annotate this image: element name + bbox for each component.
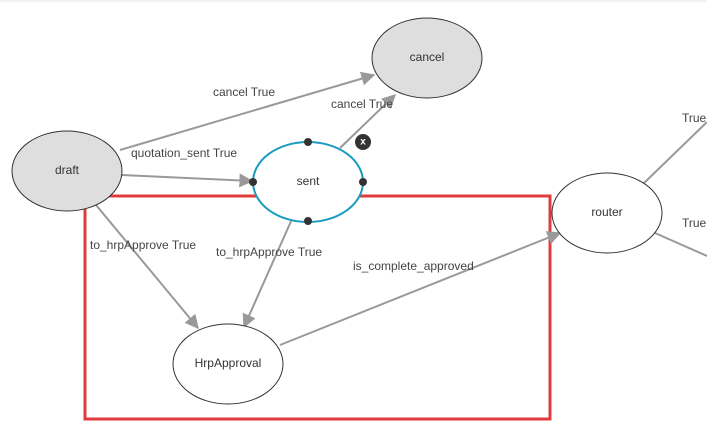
connection-handle-top[interactable] — [304, 138, 312, 146]
edge-sent-cancel[interactable] — [339, 94, 397, 149]
remove-node-glyph: x — [360, 137, 366, 148]
edge-label-sent-cancel: cancel True — [331, 97, 393, 111]
edge-draft-hrpapproval[interactable] — [95, 204, 199, 330]
edge-label-router-out-2: True — [682, 216, 707, 230]
node-label-cancel: cancel — [410, 50, 445, 64]
connection-handle-right[interactable] — [359, 178, 367, 186]
node-label-hrpapproval: HrpApproval — [195, 356, 262, 370]
connection-handle-left[interactable] — [249, 178, 257, 186]
node-draft[interactable]: draft — [11, 130, 123, 212]
node-router[interactable]: router — [551, 172, 663, 254]
highlight-box — [83, 194, 552, 421]
close-icon[interactable] — [355, 134, 371, 150]
edge-label-sent-hrpapproval: to_hrpApprove True — [216, 245, 322, 259]
edge-draft-sent[interactable] — [121, 173, 254, 188]
connection-handle-bottom[interactable] — [304, 217, 312, 225]
remove-node-button[interactable]: x — [355, 134, 371, 150]
node-label-router: router — [591, 205, 622, 219]
edge-sent-hrpapproval[interactable] — [242, 218, 293, 329]
edge-label-draft-hrpapproval: to_hrpApprove True — [90, 238, 196, 252]
edge-router-out-2[interactable] — [654, 232, 707, 257]
node-hrpapproval[interactable]: HrpApproval — [172, 323, 284, 405]
node-cancel[interactable]: cancel — [371, 17, 483, 99]
edge-label-draft-sent: quotation_sent True — [131, 146, 237, 160]
node-label-sent: sent — [297, 174, 320, 188]
edge-router-out-1[interactable] — [642, 121, 707, 185]
edge-label-router-out-1: True — [682, 111, 707, 125]
edge-label-draft-cancel: cancel True — [213, 85, 275, 99]
node-label-draft: draft — [55, 163, 80, 177]
edge-hrpapproval-router[interactable] — [279, 231, 562, 346]
edge-label-hrpapproval-router: is_complete_approved — [353, 259, 474, 273]
node-sent[interactable]: sent — [249, 138, 367, 225]
edge-draft-cancel[interactable] — [119, 71, 376, 151]
